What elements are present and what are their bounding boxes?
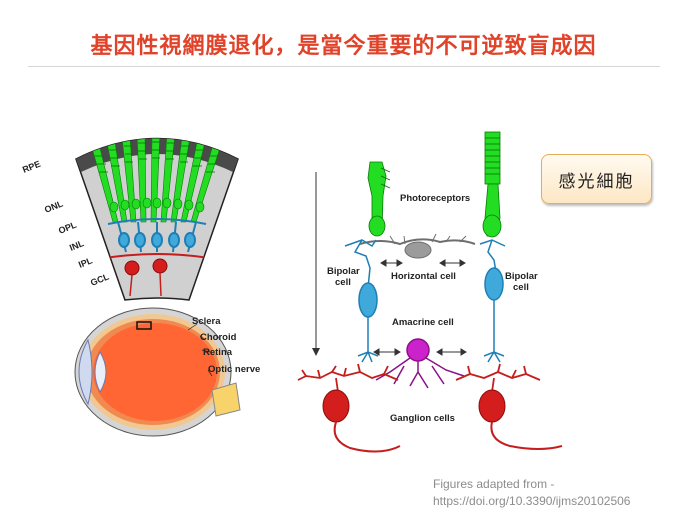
label-bipolar-right-1: Bipolar (505, 271, 538, 282)
rod-photoreceptor (367, 161, 391, 237)
horizontal-cell (359, 233, 476, 259)
label-bipolar-left-1: Bipolar (327, 266, 360, 277)
label-horizontal-cell: Horizontal cell (391, 271, 456, 282)
amacrine-cell (375, 338, 465, 389)
photoreceptor-stripes (95, 141, 219, 173)
bipolar-cell-right (479, 239, 506, 363)
credit-line-2: https://doi.org/10.3390/ijms20102506 (433, 494, 631, 508)
optic-nerve (211, 382, 241, 417)
ganglion-cell-right (478, 389, 563, 450)
bipolar-cell-left (344, 239, 379, 363)
eye-label-retina: Retina (203, 347, 233, 358)
horizontal-arrows (380, 259, 466, 267)
inl-bipolar-cells (107, 218, 207, 253)
cone-photoreceptor (482, 131, 502, 238)
layer-label-rpe: RPE (21, 159, 42, 175)
photoreceptor-callout: 感光細胞 (541, 154, 652, 204)
label-bipolar-left-2: cell (335, 277, 351, 288)
eye-detail-box (136, 321, 152, 330)
amacrine-arrows (373, 348, 467, 356)
slide-title: 基因性視網膜退化，是當今重要的不可逆致盲成因 (90, 34, 597, 59)
label-bipolar-right-2: cell (513, 282, 529, 293)
lens (94, 350, 107, 394)
layer-label-onl: ONL (43, 198, 65, 215)
eye-retina-region (93, 323, 217, 421)
credit-line-1: Figures adapted from - (433, 477, 555, 491)
label-photoreceptors: Photoreceptors (400, 193, 470, 204)
layer-label-opl: OPL (57, 219, 78, 235)
eye-label-optic-nerve: Optic nerve (208, 364, 260, 375)
label-ganglion-cells: Ganglion cells (390, 413, 455, 424)
onl-nuclei (109, 197, 205, 213)
eye-label-choroid: Choroid (200, 332, 237, 343)
eye-cross-section (74, 307, 241, 437)
figure-credit: Figures adapted from - https://doi.org/1… (433, 476, 630, 510)
layer-label-gcl: GCL (89, 271, 111, 288)
ganglion-cell-left (322, 389, 401, 453)
cornea (78, 338, 93, 406)
ganglion-dendrites (297, 363, 541, 393)
label-amacrine-cell: Amacrine cell (392, 317, 454, 328)
layer-label-inl: INL (68, 238, 86, 253)
eye-label-sclera: Sclera (192, 316, 221, 327)
title-divider (28, 66, 660, 67)
gcl-ganglion-cells (104, 253, 210, 297)
signal-direction-arrow (312, 172, 320, 356)
layer-label-ipl: IPL (77, 255, 94, 270)
